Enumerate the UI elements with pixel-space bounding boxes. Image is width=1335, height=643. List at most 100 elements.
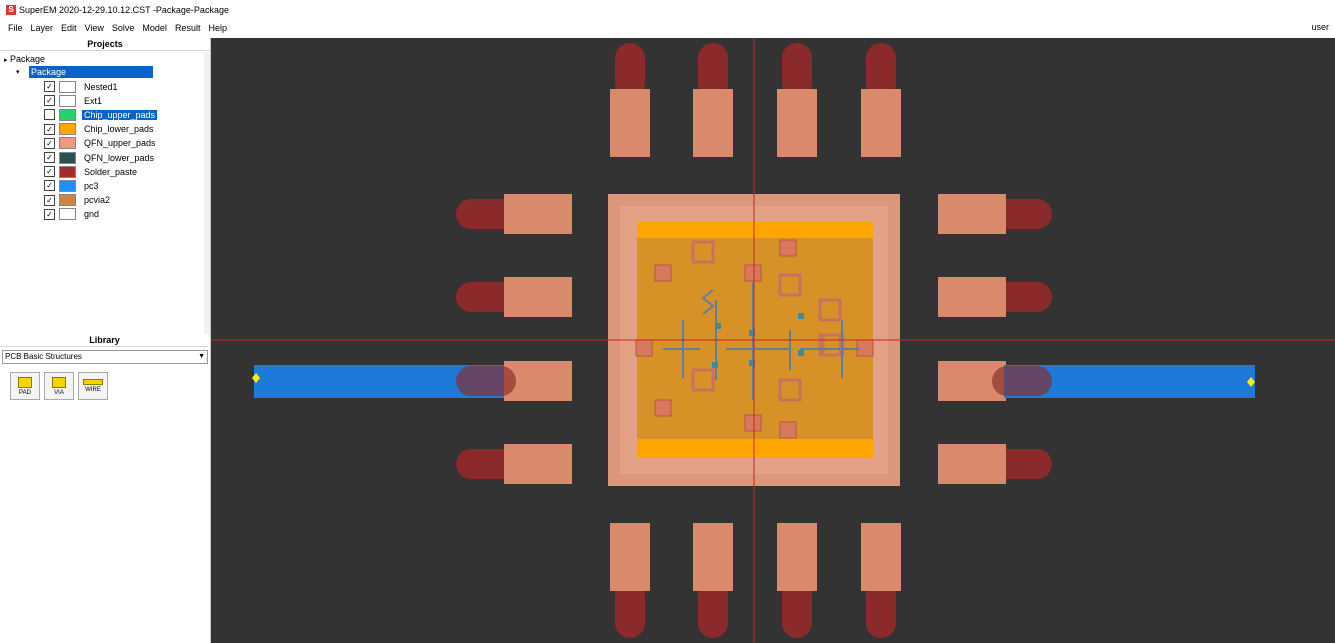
chip-pad[interactable] [779, 421, 797, 439]
menu-solve[interactable]: Solve [111, 23, 135, 33]
qfn-pad[interactable] [610, 523, 650, 591]
tree-scrollbar[interactable] [204, 52, 210, 337]
tree-item-package[interactable]: ▾ Package [16, 66, 153, 78]
solder-paste[interactable] [992, 282, 1052, 312]
solder-paste[interactable] [615, 580, 645, 638]
solder-paste[interactable] [866, 580, 896, 638]
chip-via[interactable] [798, 313, 804, 319]
qfn-pad[interactable] [504, 277, 572, 317]
solder-overlap[interactable] [456, 366, 516, 396]
solder-paste[interactable] [698, 580, 728, 638]
layer-color-swatch[interactable] [59, 94, 76, 107]
layer-color-swatch[interactable] [59, 179, 76, 192]
solder-paste[interactable] [992, 449, 1052, 479]
chip-via[interactable] [715, 323, 721, 329]
chip-pad[interactable] [654, 399, 672, 417]
chip-spiral[interactable] [691, 240, 715, 264]
via-button[interactable]: VIA [44, 372, 74, 400]
chip-via[interactable] [749, 330, 755, 336]
package-layout-drawing[interactable] [211, 38, 1335, 643]
layer-row[interactable]: ✓QFN_lower_pads [44, 151, 156, 164]
layer-row[interactable]: ✓pcvia2 [44, 194, 112, 207]
layer-color-swatch[interactable] [59, 80, 76, 93]
qfn-pad[interactable] [938, 194, 1006, 234]
layer-checkbox[interactable]: ✓ [44, 81, 55, 92]
menu-layer[interactable]: Layer [30, 23, 54, 33]
qfn-pad[interactable] [693, 89, 733, 157]
layer-checkbox[interactable]: ✓ [44, 95, 55, 107]
layer-checkbox[interactable] [44, 109, 55, 121]
menu-file[interactable]: File [8, 23, 23, 33]
solder-paste[interactable] [456, 282, 516, 312]
layer-row[interactable]: ✓QFN_upper_pads [44, 137, 158, 150]
layer-row[interactable]: ✓Nested1 [44, 80, 120, 93]
chip-pad[interactable] [635, 339, 653, 357]
qfn-pad[interactable] [777, 89, 817, 157]
qfn-pad[interactable] [777, 523, 817, 591]
layer-checkbox[interactable]: ✓ [44, 166, 55, 178]
solder-paste[interactable] [456, 449, 516, 479]
layer-color-swatch[interactable] [59, 208, 76, 221]
chip-via[interactable] [749, 360, 755, 366]
solder-overlap[interactable] [992, 366, 1052, 396]
layer-checkbox[interactable]: ✓ [44, 180, 55, 192]
tree-root-package[interactable]: ▸ Package [4, 54, 45, 64]
chip-spiral[interactable] [778, 273, 802, 297]
menu-help[interactable]: Help [208, 23, 227, 33]
menu-edit[interactable]: Edit [61, 23, 77, 33]
solder-paste[interactable] [992, 199, 1052, 229]
solder-paste[interactable] [615, 43, 645, 98]
wire-button[interactable]: WIRE [78, 372, 108, 400]
layer-color-swatch[interactable] [59, 151, 76, 164]
layer-row[interactable]: ✓gnd [44, 208, 101, 221]
port-marker[interactable] [1247, 377, 1255, 387]
layer-checkbox[interactable]: ✓ [44, 152, 55, 163]
chip-pad[interactable] [779, 239, 797, 257]
menu-view[interactable]: View [84, 23, 104, 33]
dropdown-arrow-icon[interactable]: ▼ [198, 353, 205, 360]
layer-row[interactable]: ✓pc3 [44, 179, 101, 192]
qfn-pad[interactable] [938, 277, 1006, 317]
layout-canvas[interactable] [211, 38, 1335, 643]
qfn-pad[interactable] [861, 523, 901, 591]
collapse-arrow-icon[interactable]: ▾ [16, 69, 20, 76]
layer-checkbox[interactable]: ✓ [44, 123, 55, 135]
layer-row[interactable]: ✓Ext1 [44, 94, 104, 107]
solder-paste[interactable] [782, 580, 812, 638]
layer-checkbox[interactable]: ✓ [44, 137, 55, 149]
chip-via[interactable] [798, 350, 804, 356]
pad-button[interactable]: PAD [10, 372, 40, 400]
layer-checkbox[interactable]: ✓ [44, 208, 55, 220]
qfn-pad[interactable] [504, 444, 572, 484]
solder-paste[interactable] [698, 43, 728, 98]
chip-pad[interactable] [744, 414, 762, 432]
layer-color-swatch[interactable] [59, 165, 76, 178]
layer-row[interactable]: Chip_upper_pads [44, 108, 158, 121]
menu-result[interactable]: Result [174, 23, 201, 33]
port-marker[interactable] [252, 373, 260, 383]
expand-arrow-icon[interactable]: ▸ [4, 57, 8, 64]
chip-spiral[interactable] [778, 378, 802, 402]
solder-paste[interactable] [456, 199, 516, 229]
library-select[interactable]: PCB Basic Structures ▼ [2, 350, 208, 364]
chip-pad[interactable] [654, 264, 672, 282]
chip-spiral[interactable] [818, 298, 842, 322]
layer-row[interactable]: ✓Solder_paste [44, 165, 139, 178]
layer-color-swatch[interactable] [59, 194, 76, 207]
qfn-pad[interactable] [861, 89, 901, 157]
layer-color-swatch[interactable] [59, 137, 76, 150]
solder-paste[interactable] [782, 43, 812, 98]
menu-model[interactable]: Model [142, 23, 167, 33]
qfn-pad[interactable] [938, 444, 1006, 484]
qfn-pad[interactable] [504, 194, 572, 234]
layer-checkbox[interactable]: ✓ [44, 194, 55, 206]
solder-paste[interactable] [866, 43, 896, 98]
layer-color-swatch[interactable] [59, 108, 76, 121]
chip-spiral[interactable] [691, 368, 715, 392]
qfn-pad[interactable] [693, 523, 733, 591]
layer-row[interactable]: ✓Chip_lower_pads [44, 123, 156, 136]
chip-pad[interactable] [744, 264, 762, 282]
qfn-pad[interactable] [610, 89, 650, 157]
layer-color-swatch[interactable] [59, 123, 76, 136]
user-label[interactable]: user [1311, 22, 1329, 32]
